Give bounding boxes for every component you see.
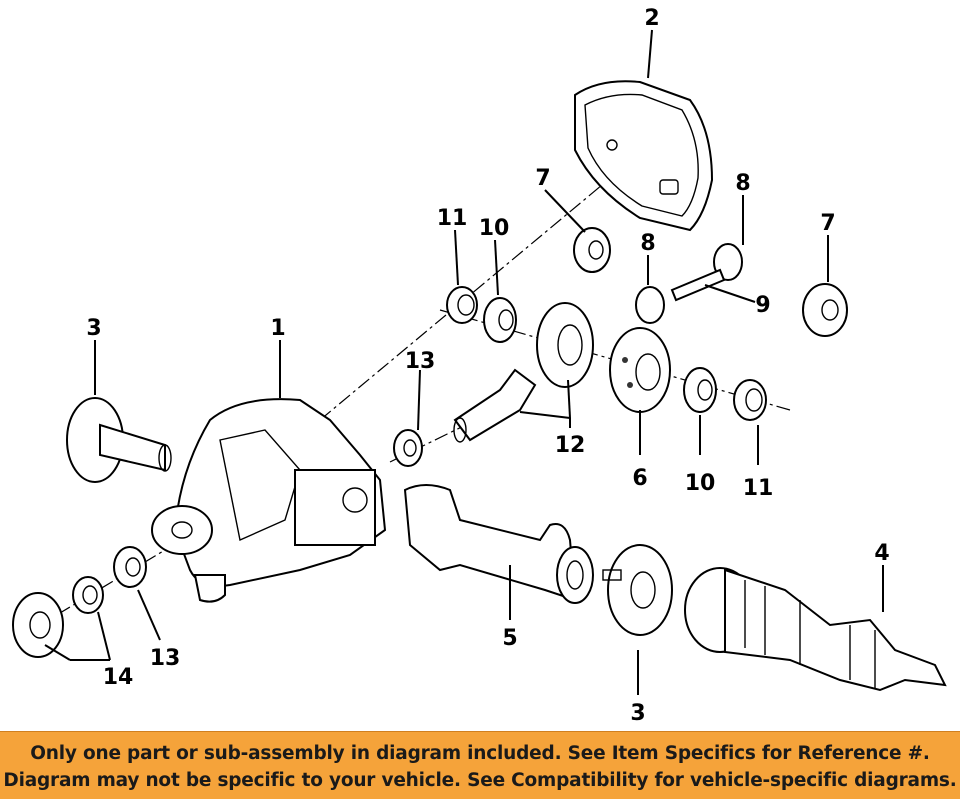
callout-1: 1 xyxy=(270,316,285,341)
callout-5: 5 xyxy=(502,626,517,651)
exploded-parts-diagram: 1 2 3 3 4 5 6 7 7 8 8 9 10 10 11 11 12 1… xyxy=(12,6,947,726)
callout-8-lower: 8 xyxy=(640,231,655,256)
bearing-10-left xyxy=(483,297,517,343)
rear-cover-part xyxy=(574,80,714,232)
pinion-bearing-13-lower xyxy=(113,546,147,588)
bearing-10-right xyxy=(683,367,717,413)
ring-gear-pinion-part xyxy=(453,302,594,443)
differential-carrier-part xyxy=(609,327,671,413)
callout-7-upper: 7 xyxy=(535,166,550,191)
callout-10-upper: 10 xyxy=(479,216,510,241)
callout-12: 12 xyxy=(555,433,586,458)
axle-tube-part xyxy=(403,484,594,604)
disclaimer-line-1: Only one part or sub-assembly in diagram… xyxy=(30,743,930,764)
pinion-gear-8-lower xyxy=(635,286,665,324)
cv-axle-part xyxy=(684,567,947,692)
differential-housing-part xyxy=(151,398,387,603)
callout-13-upper: 13 xyxy=(405,349,436,374)
callout-7-right: 7 xyxy=(820,211,835,236)
bearing-14-inner xyxy=(72,576,104,614)
callout-2: 2 xyxy=(644,6,659,31)
callout-3-bottom: 3 xyxy=(630,701,645,726)
callout-11-lower: 11 xyxy=(743,476,774,501)
callout-11-upper: 11 xyxy=(437,206,468,231)
bearing-race-11-left xyxy=(446,286,478,324)
leader-lines xyxy=(44,29,884,695)
side-gear-7-upper xyxy=(573,227,611,273)
callout-14: 14 xyxy=(103,665,134,690)
disclaimer-line-2: Diagram may not be specific to your vehi… xyxy=(3,770,957,791)
callout-6: 6 xyxy=(632,466,647,491)
callout-13-lower: 13 xyxy=(150,646,181,671)
bearing-race-11-right xyxy=(733,379,767,421)
disclaimer-banner: Only one part or sub-assembly in diagram… xyxy=(0,731,960,799)
side-gear-7-right xyxy=(802,283,848,337)
pinion-shaft-9 xyxy=(670,268,726,302)
callout-8-upper: 8 xyxy=(735,171,750,196)
pinion-bearing-13-upper xyxy=(393,429,423,467)
callout-10-lower: 10 xyxy=(685,471,716,496)
drive-flange-bottom-part xyxy=(602,544,673,636)
drive-flange-left-part xyxy=(66,397,172,483)
callout-9: 9 xyxy=(755,293,770,318)
flange-14-outer xyxy=(12,592,64,658)
callout-4: 4 xyxy=(874,541,889,566)
callout-3-left: 3 xyxy=(86,316,101,341)
